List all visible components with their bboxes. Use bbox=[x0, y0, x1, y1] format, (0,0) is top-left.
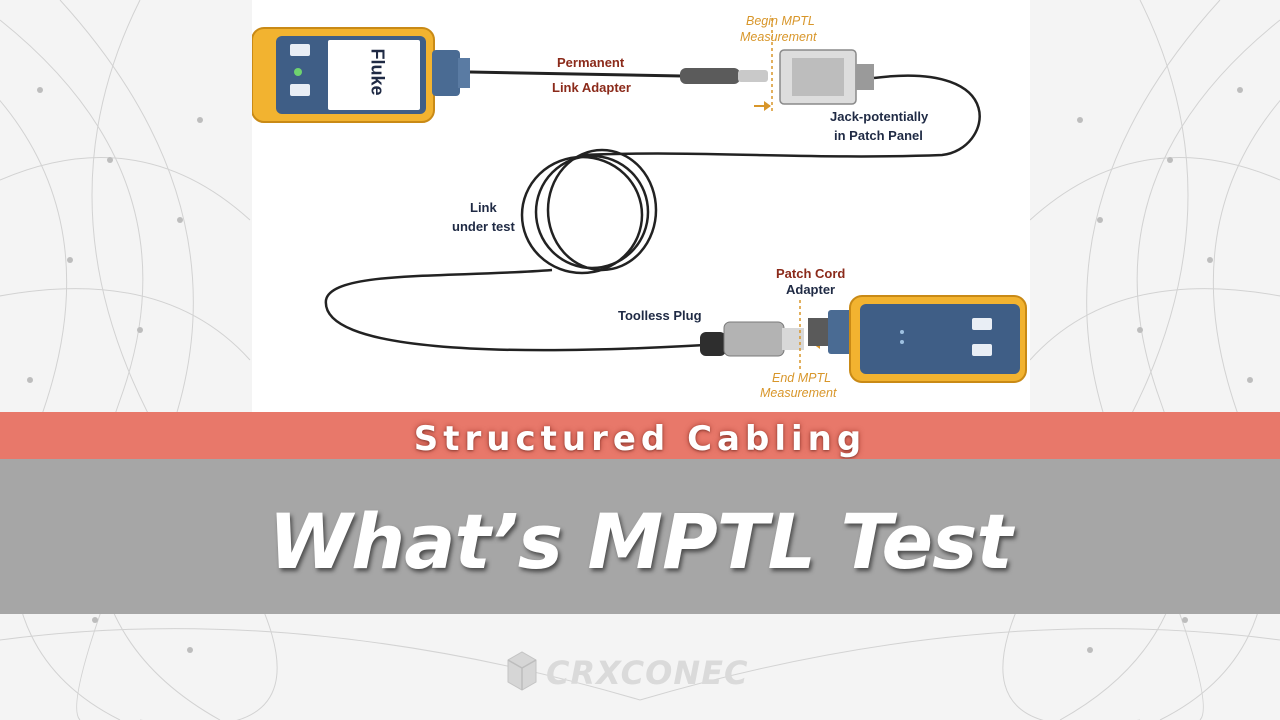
subtitle-band: Structured Cabling bbox=[0, 412, 1280, 459]
remote-tester-device bbox=[808, 295, 1027, 383]
device-brand-label: Fluke bbox=[367, 48, 388, 96]
end-mptl-label-line1: End MPTL bbox=[772, 371, 832, 385]
brand-logo: CRXCONEC bbox=[504, 648, 784, 694]
begin-mptl-label-line2: Measurement bbox=[740, 30, 817, 44]
link-under-test-label-line2: under test bbox=[452, 219, 515, 234]
brand-cube-icon bbox=[507, 651, 537, 691]
title-band: What’s MPTL Test bbox=[0, 459, 1280, 614]
jack-label-line2: in Patch Panel bbox=[834, 128, 923, 143]
end-mptl-label-line2: Measurement bbox=[760, 386, 837, 400]
jack-connector bbox=[779, 49, 874, 105]
main-title: What’s MPTL Test bbox=[268, 497, 1012, 586]
subtitle-text: Structured Cabling bbox=[413, 419, 867, 459]
toolless-plug bbox=[700, 321, 804, 357]
patch-cord-adapter-label-line2: Adapter bbox=[786, 282, 836, 297]
brand-name: CRXCONEC bbox=[546, 654, 749, 692]
main-tester-device bbox=[252, 27, 470, 123]
diagram-drawing bbox=[252, 18, 1027, 383]
toolless-plug-label: Toolless Plug bbox=[618, 308, 702, 323]
patch-cord-adapter-label-line1: Patch Cord bbox=[776, 266, 846, 281]
permanent-link-label-line2: Link Adapter bbox=[552, 80, 631, 95]
begin-mptl-label-line1: Begin MPTL bbox=[746, 14, 815, 28]
link-under-test-label-line1: Link bbox=[470, 200, 497, 215]
jack-label-line1: Jack-potentially bbox=[830, 109, 929, 124]
mptl-diagram: Fluke Permanent Link Adapter Begin MPTL … bbox=[252, 0, 1030, 412]
permanent-link-label-line1: Permanent bbox=[557, 55, 625, 70]
